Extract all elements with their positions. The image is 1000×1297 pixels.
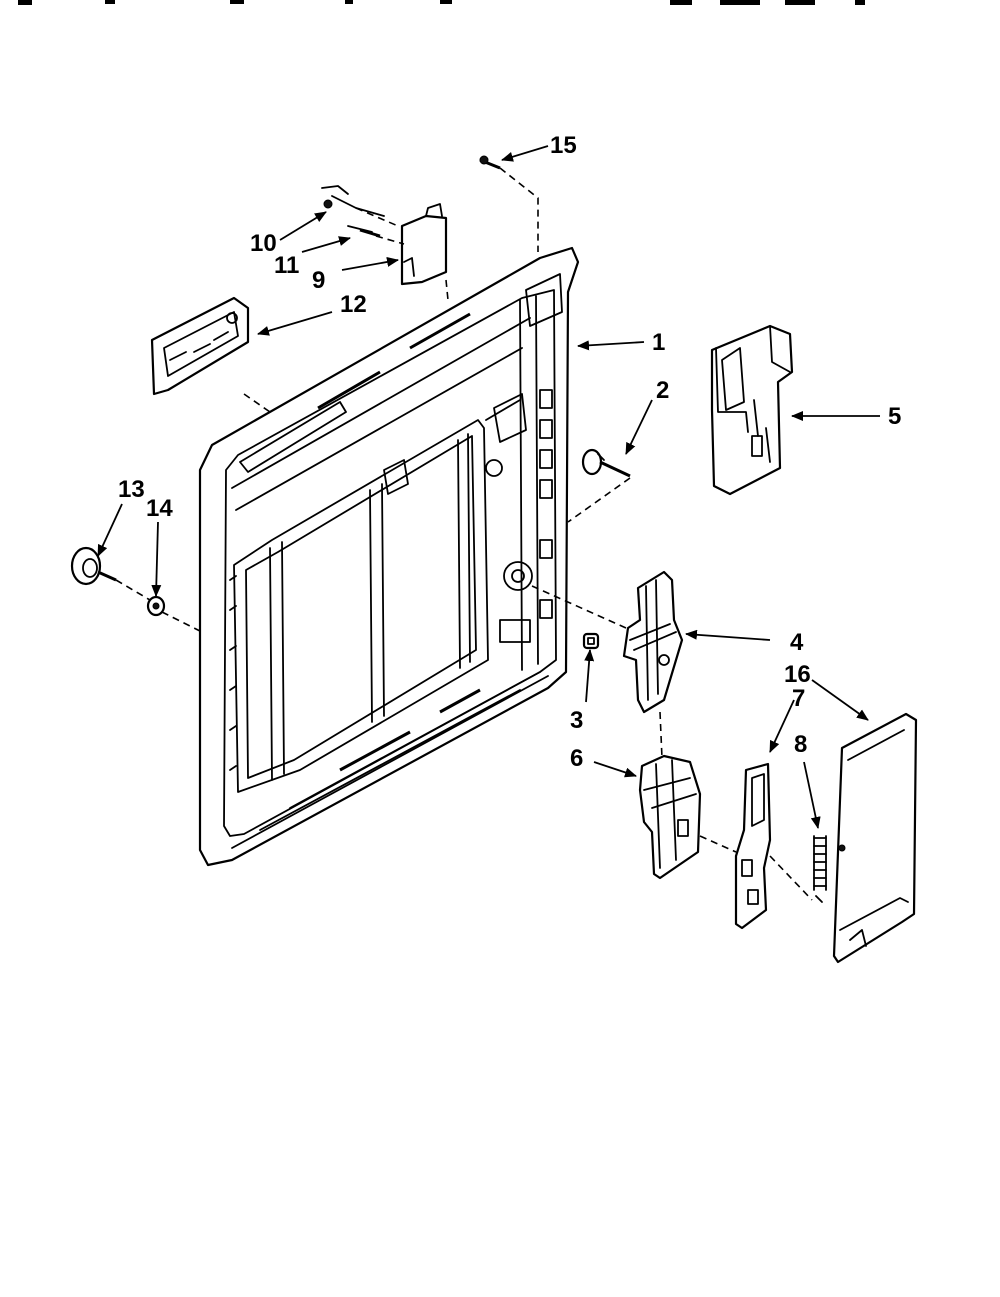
washer-part-14 bbox=[146, 595, 166, 617]
cover-part-9 bbox=[400, 203, 448, 286]
screw-part-2 bbox=[581, 448, 631, 478]
knob-part-13 bbox=[70, 546, 117, 586]
callout-7: 7 bbox=[792, 685, 805, 712]
callout-5: 5 bbox=[888, 403, 901, 430]
screw-part-15 bbox=[479, 155, 501, 170]
callout-1: 1 bbox=[652, 329, 665, 356]
link-part-7 bbox=[734, 762, 772, 930]
spring-part-8 bbox=[813, 835, 827, 903]
nut-part-3 bbox=[582, 632, 600, 650]
cropped-header-marks bbox=[18, 0, 865, 5]
leader-arrows bbox=[97, 145, 880, 829]
inner-door-panel-part bbox=[198, 246, 580, 867]
callout-4: 4 bbox=[790, 629, 804, 656]
callout-11: 11 bbox=[274, 252, 299, 279]
side-panel-part-16 bbox=[832, 712, 918, 964]
callout-14: 14 bbox=[146, 495, 173, 522]
bracket-part-12 bbox=[150, 296, 250, 396]
latch-slide-part-6 bbox=[638, 754, 702, 880]
callout-10: 10 bbox=[250, 230, 277, 257]
callout-15: 15 bbox=[550, 132, 577, 159]
screws-part-10-11 bbox=[321, 185, 385, 238]
assembly-dashed-lines bbox=[115, 167, 813, 901]
callout-8: 8 bbox=[794, 731, 807, 758]
latch-housing-part-5 bbox=[710, 324, 794, 496]
callout-12: 12 bbox=[340, 291, 367, 318]
callout-16: 16 bbox=[784, 661, 811, 688]
callout-13: 13 bbox=[118, 476, 145, 503]
callout-3: 3 bbox=[570, 707, 583, 734]
callout-6: 6 bbox=[570, 745, 583, 772]
callout-9: 9 bbox=[312, 267, 325, 294]
latch-part-4 bbox=[622, 570, 684, 714]
callout-labels: 15 10 11 9 12 1 2 5 13 14 4 16 7 3 8 6 bbox=[118, 132, 901, 772]
callout-2: 2 bbox=[656, 377, 669, 404]
